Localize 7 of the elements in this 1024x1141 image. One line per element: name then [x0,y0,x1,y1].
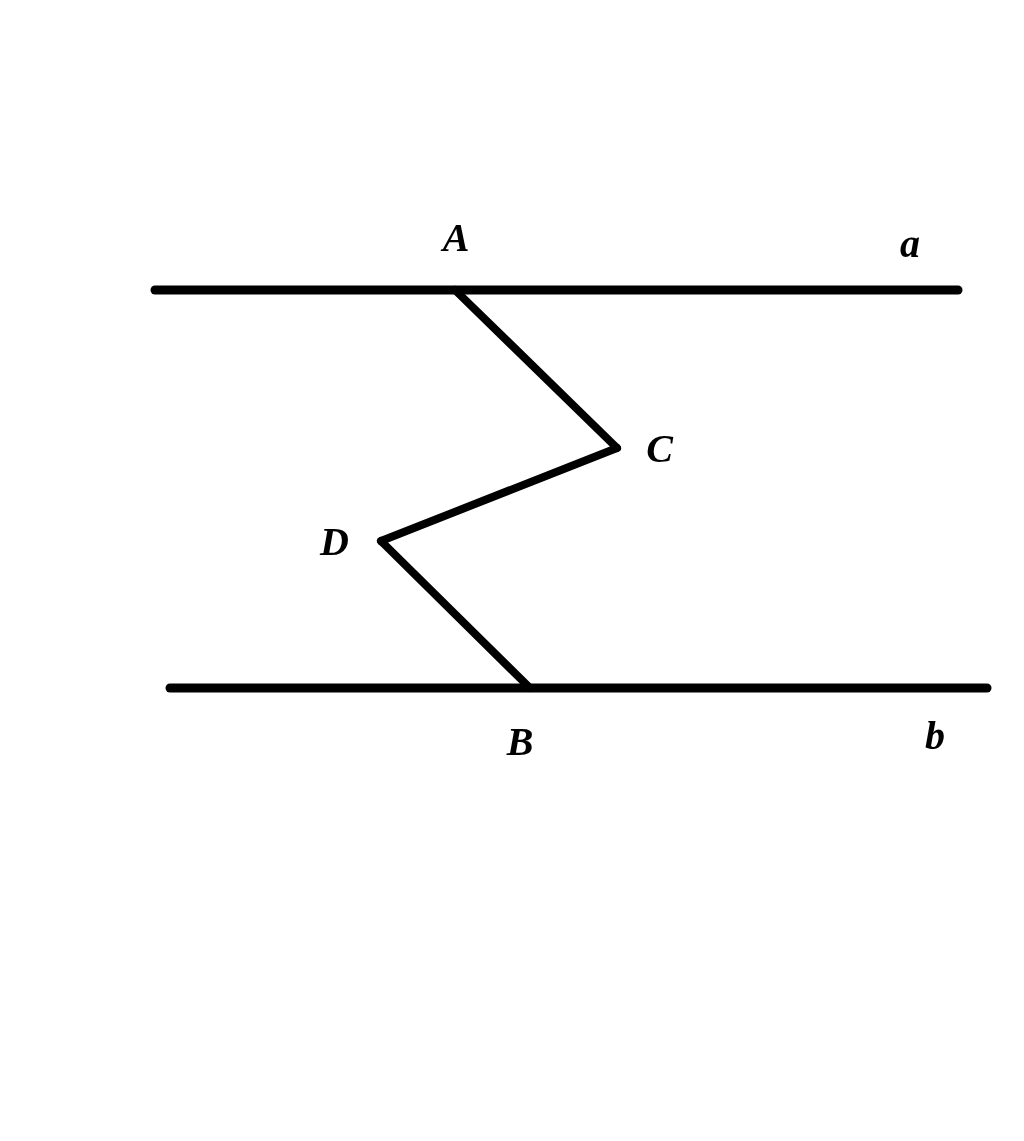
line-label: a [900,224,920,264]
point-label: D [320,522,349,562]
point-label: A [442,218,470,258]
line-label: b [925,716,945,756]
line-segment [377,537,534,692]
point-label: C [646,429,673,469]
point-label: B [506,722,534,762]
